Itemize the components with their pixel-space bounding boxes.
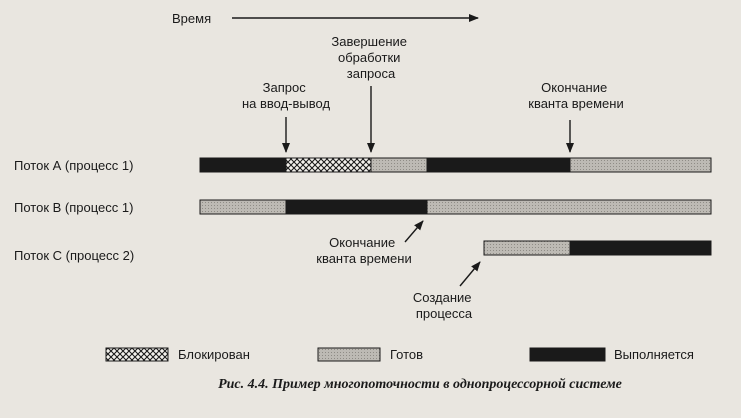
svg-text:Окончание кванта време: Окончание кванта времени xyxy=(528,80,623,111)
legend-swatch-blocked xyxy=(105,347,169,362)
thread-b-segment-running xyxy=(285,199,428,215)
annotation-io-request-line1: Запрос xyxy=(263,80,307,95)
annotation-process-creation-line2: процесса xyxy=(416,306,473,321)
thread-b-segment-ready xyxy=(426,199,712,215)
annotation-request-complete-line2: обработки xyxy=(338,50,400,65)
annotation-quantum-end-a: Окончание кванта времени xyxy=(528,80,624,153)
annotation-request-complete-line3: запроса xyxy=(347,66,396,81)
thread-c-timeline xyxy=(483,240,712,256)
annotation-quantum-end-b-line2: кванта времени xyxy=(316,251,411,266)
svg-text:Запрос на ввод-вывод: Запрос на ввод-вывод xyxy=(242,80,331,111)
thread-b-segment-ready xyxy=(199,199,287,215)
annotation-quantum-end-a-line1: Окончание xyxy=(541,80,607,95)
thread-c-label: Поток С (процесс 2) xyxy=(14,248,134,263)
time-axis-label: Время xyxy=(172,11,211,26)
annotation-io-request-line2: на ввод-вывод xyxy=(242,96,331,111)
svg-text:Создание процесса: Создание процесса xyxy=(413,290,475,321)
thread-c-segment-running xyxy=(569,240,712,256)
legend-swatch-ready xyxy=(317,347,381,362)
annotation-request-complete-line1: Завершение xyxy=(331,34,407,49)
thread-b-label: Поток В (процесс 1) xyxy=(14,200,133,215)
annotation-process-creation-line1: Создание xyxy=(413,290,472,305)
thread-a-segment-ready xyxy=(370,157,428,173)
svg-text:Завершение обработки: Завершение обработки запроса xyxy=(331,34,410,81)
thread-c-segment-ready xyxy=(483,240,571,256)
annotation-quantum-end-b-line1: Окончание xyxy=(329,235,395,250)
thread-b-timeline xyxy=(199,199,712,215)
thread-a-segment-running xyxy=(426,157,571,173)
legend: Блокирован Готов Выполняется xyxy=(105,347,694,362)
thread-a-segment-running xyxy=(199,157,287,173)
annotation-process-creation-arrow xyxy=(459,261,481,287)
annotation-quantum-end-b: Окончание кванта времени xyxy=(316,220,424,266)
annotation-io-request: Запрос на ввод-вывод xyxy=(242,80,331,153)
annotation-quantum-end-a-line2: кванта времени xyxy=(528,96,623,111)
thread-a-segment-blocked xyxy=(285,157,372,173)
thread-a-segment-ready xyxy=(569,157,712,173)
annotation-quantum-end-b-arrow xyxy=(404,220,424,243)
legend-label-running: Выполняется xyxy=(614,347,694,362)
figure-caption: Рис. 4.4. Пример многопоточности в одноп… xyxy=(218,377,622,392)
svg-text:Окончание кванта време: Окончание кванта времени xyxy=(316,235,411,266)
annotation-request-complete: Завершение обработки запроса xyxy=(331,34,410,153)
legend-label-ready: Готов xyxy=(390,347,423,362)
thread-a-timeline xyxy=(199,157,712,173)
legend-label-blocked: Блокирован xyxy=(178,347,250,362)
legend-swatch-running xyxy=(529,347,606,362)
annotation-process-creation: Создание процесса xyxy=(413,261,481,321)
thread-a-label: Поток А (процесс 1) xyxy=(14,158,133,173)
